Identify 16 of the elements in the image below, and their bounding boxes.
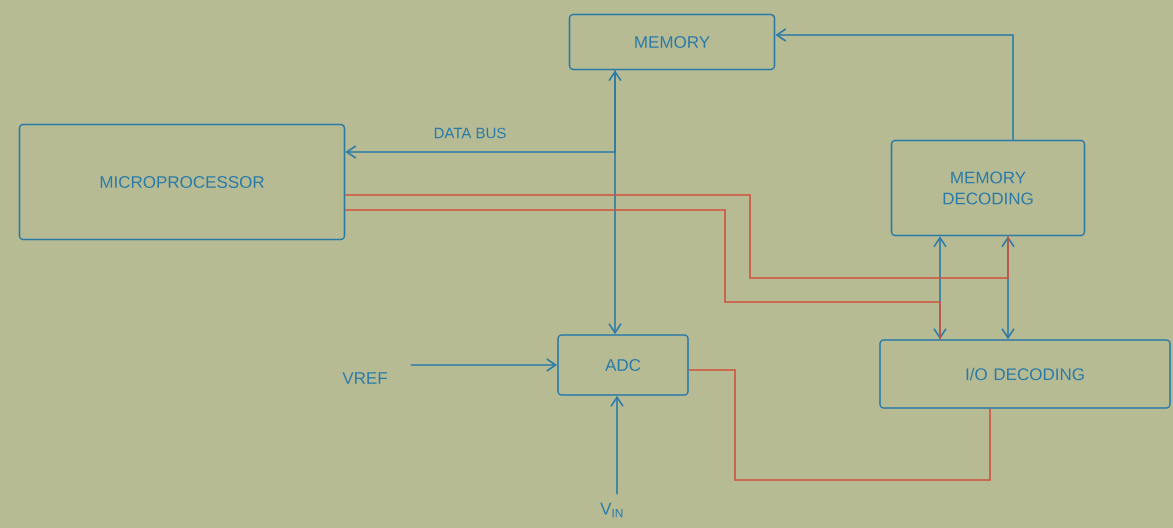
block-box: ADC [557, 334, 689, 396]
edge-label: DATA BUS [434, 127, 506, 139]
signal-label: V$_{IN}$ [600, 502, 623, 518]
arrow [610, 395, 624, 495]
arrow [775, 28, 1014, 141]
connector-line [344, 209, 941, 340]
block-box: MICROPROCESSOR [18, 123, 346, 241]
block-box: I/O DECODING [879, 339, 1171, 409]
connector-line [344, 194, 1009, 279]
block-box: MEMORY [568, 13, 776, 71]
connector-line [688, 369, 991, 481]
signal-label: VREF [342, 372, 387, 384]
arrow [410, 358, 558, 372]
arrow [608, 70, 622, 335]
arrow [345, 69, 616, 159]
block-box: MEMORY DECODING [890, 139, 1086, 237]
